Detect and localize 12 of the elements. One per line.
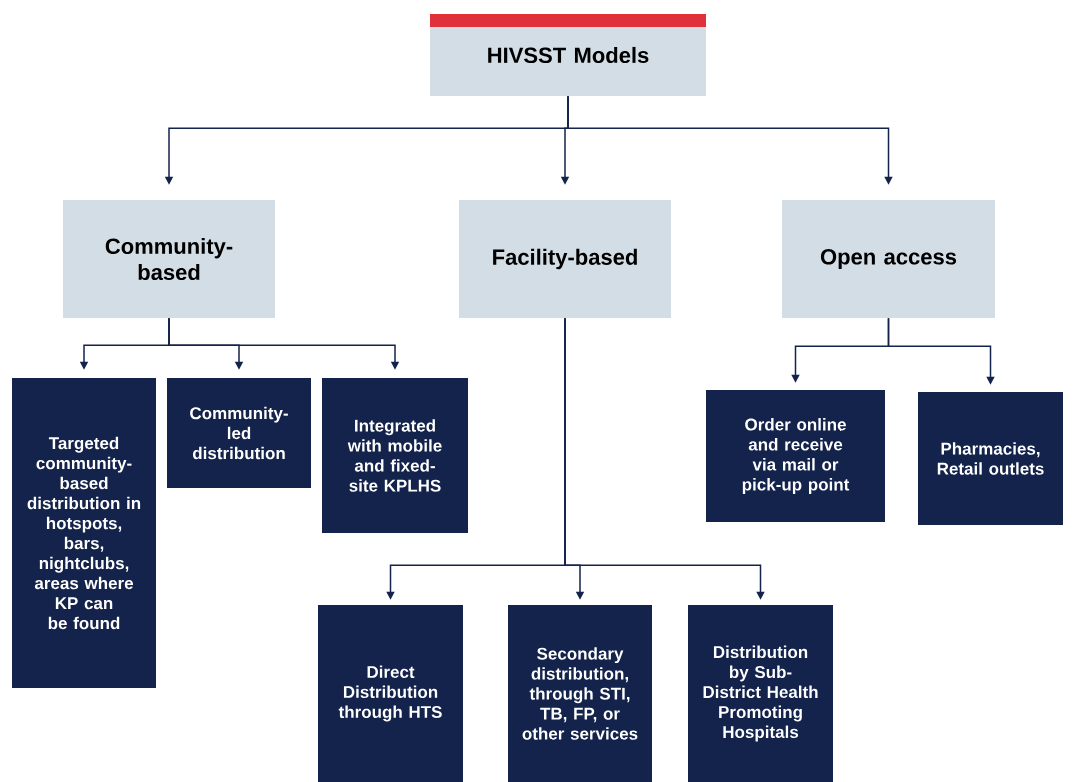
model-box: Order online and receive via mail or pick-up point: [706, 390, 885, 522]
category-box: Open access: [782, 200, 995, 318]
model-box: Direct Distribution through HTS: [318, 605, 463, 782]
category-box: Community-based: [63, 200, 275, 318]
model-box: Distribution by Sub-District Health Promoting Hospitals: [688, 605, 833, 782]
model-box: Targeted community-based distribution in hotspots, bars, nightclubs, areas where KP can be found: [12, 378, 156, 688]
category-box: Facility-based: [459, 200, 671, 318]
title-box: HIVSST Models: [430, 14, 706, 96]
model-box: Community-led distribution: [167, 378, 311, 488]
model-box: Pharmacies, Retail outlets: [918, 392, 1063, 525]
model-box: Integrated with mobile and fixed-site KPLHS: [322, 378, 468, 533]
model-box: Secondary distribution, through STI, TB, FP, or other services: [508, 605, 652, 782]
